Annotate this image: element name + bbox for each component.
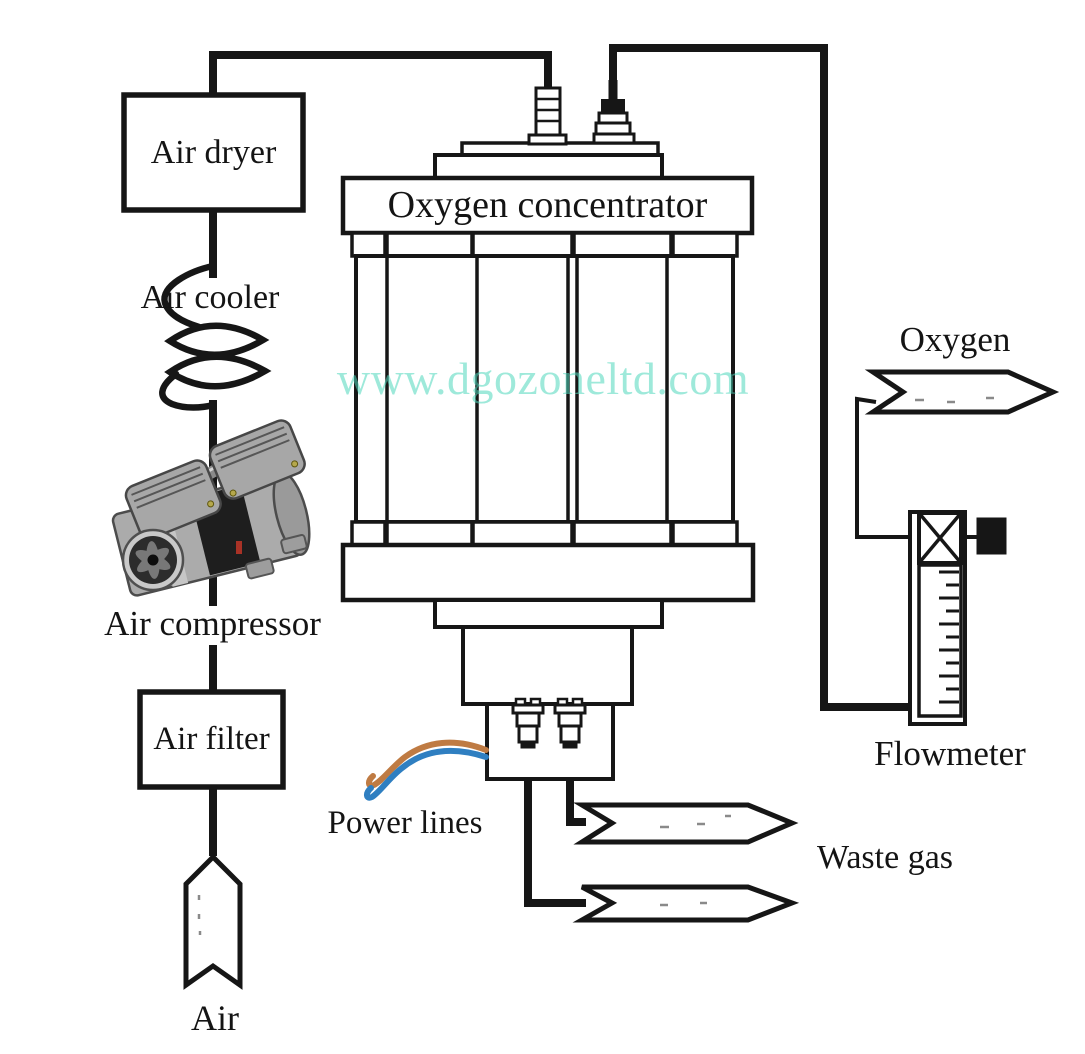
vessel-title-band (340, 175, 755, 236)
flow-arrows (183, 369, 1060, 990)
vessel-bottom-plate (433, 598, 664, 629)
pipe-flowmeter-to-oxygen (855, 396, 912, 539)
flowmeter-knob (976, 517, 1007, 555)
top-fitting-left (527, 86, 568, 146)
compressor-head-rear (208, 419, 306, 500)
air-filter-label: Air filter (153, 721, 270, 758)
flowmeter-tube (917, 563, 963, 718)
waste-gas-arrow-top (572, 802, 799, 845)
power-wire-orange (366, 739, 489, 789)
vessel-top-capitals (350, 231, 739, 258)
air-inlet-label: Air (191, 998, 239, 1038)
air-dryer-label: Air dryer (150, 133, 277, 171)
flowmeter-label: Flowmeter (874, 734, 1026, 773)
vessel-outlet-box (485, 702, 615, 781)
flowmeter-scale-ticks (939, 570, 959, 704)
flowmeter-symbol (908, 510, 1007, 726)
air-inlet-arrow (183, 853, 243, 990)
air-cooler-label: Air cooler (140, 279, 280, 316)
waste-gas-arrow-bottom (572, 884, 800, 923)
oxygen-arrow (864, 369, 1060, 415)
pipe-lines (209, 44, 912, 907)
oxygen-concentrator-label: Oxygen concentrator (387, 183, 708, 226)
bottom-fitting-right (553, 697, 587, 749)
air-filter-box (137, 689, 286, 790)
compressor-head-front (124, 459, 222, 540)
pipe-waste-left (524, 745, 586, 907)
bottom-fitting-left (511, 697, 545, 749)
watermark-text: www.dgozoneltd.com (336, 353, 750, 404)
air-compressor-label: Air compressor (104, 604, 321, 643)
power-lines-label: Power lines (327, 805, 483, 841)
pipe-concentrator-to-flowmeter (609, 44, 912, 711)
oxygen-label: Oxygen (899, 320, 1011, 359)
top-fitting-right (592, 80, 636, 145)
arrow-speckles (197, 396, 994, 935)
power-wire-blue (364, 747, 489, 801)
power-lines-wires (364, 739, 489, 801)
vessel-bottom-capitals (350, 520, 739, 547)
air-cooler-coil-icon (159, 262, 272, 411)
waste-gas-label: Waste gas (816, 839, 954, 876)
air-dryer-box (121, 92, 306, 213)
pipe-dryer-to-concentrator (209, 51, 552, 97)
vessel-top-plate (433, 153, 664, 180)
oxygen-concentrator-vessel (340, 141, 756, 781)
vessel-bottom-flange (340, 542, 756, 603)
air-compressor-image (111, 419, 311, 597)
vessel-column-lines (385, 256, 669, 522)
vessel-bottom-box (461, 625, 634, 706)
vessel-columns-body (354, 254, 735, 524)
compressor-fan (121, 528, 185, 592)
